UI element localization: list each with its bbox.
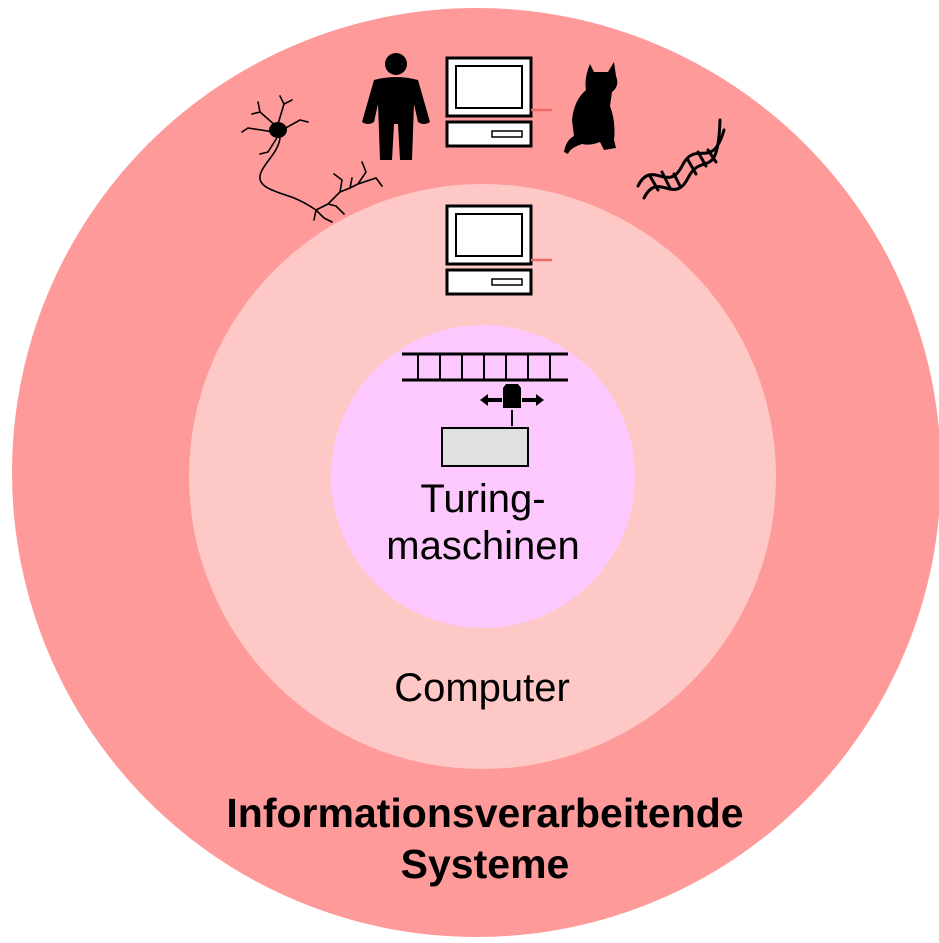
computer-label: Computer: [394, 666, 570, 710]
information-processing-systems-label: Informationsverarbeitende Systeme: [135, 788, 835, 890]
neuron-icon: [241, 95, 383, 223]
cat-icon: [564, 62, 618, 154]
turing-machine-icon: [402, 352, 568, 467]
computer-icon: [445, 204, 552, 296]
turing-machines-label-line2: maschinen: [386, 524, 580, 568]
information-processing-systems-label-line2: Systeme: [400, 841, 570, 887]
dna-icon: [636, 118, 726, 200]
computer-icon: [445, 56, 552, 148]
person-icon: [362, 53, 430, 160]
information-processing-systems-label-line1: Informationsverarbeitende: [226, 790, 744, 836]
turing-machines-label: Turing- maschinen: [333, 476, 633, 570]
turing-machines-label-line1: Turing-: [420, 477, 546, 521]
